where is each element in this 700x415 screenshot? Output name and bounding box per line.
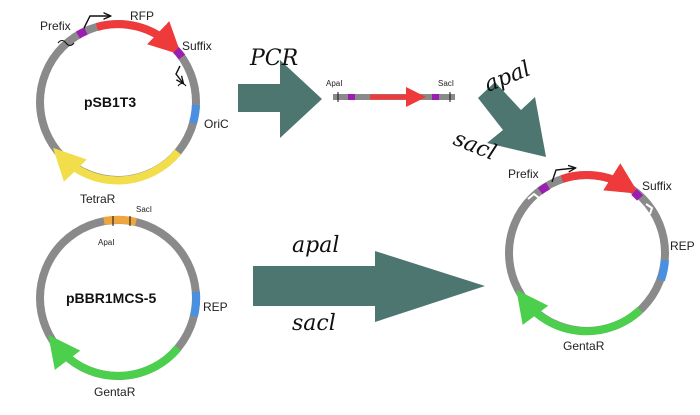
ligation-enzyme-2: sacl: [292, 311, 336, 336]
mcs-apal-label: ApaI: [98, 238, 114, 247]
pcr-sacl-label: SacI: [438, 79, 454, 88]
pcr-product-suffix-site: [432, 94, 439, 100]
primer-squiggle-top: [57, 39, 75, 47]
product-right-junction: [645, 203, 654, 215]
ligation-step: apal sacl: [253, 233, 485, 336]
rep-segment-2: [190, 291, 201, 317]
oric-label: OriC: [204, 117, 229, 131]
prefix-site: [76, 27, 88, 39]
forward-primer-arrow: [83, 16, 110, 29]
product-gentar-label: GentaR: [563, 339, 605, 353]
product-suffix-site: [631, 189, 643, 201]
primer-squiggle-right: [177, 82, 187, 87]
pcr-label: PCR: [249, 46, 298, 71]
plasmid-psb1t3: pSB1T3 Prefix RFP Suffix OriC TetraR: [36, 9, 229, 206]
suffix-label: Suffix: [182, 39, 212, 53]
ligation-arrow: [253, 251, 485, 322]
rfp-label: RFP: [130, 9, 154, 23]
product-rfp-gene-arrow: [560, 163, 639, 194]
tetrar-gene-arrow: [53, 147, 182, 185]
pcr-arrow: [238, 60, 322, 138]
suffix-site: [173, 47, 186, 60]
product-plasmid: Prefix Suffix REP GentaR: [505, 163, 695, 353]
gentar-gene-arrow-2: [48, 334, 182, 380]
rfp-gene-arrow: [95, 20, 182, 55]
plasmid-1-name: pSB1T3: [84, 94, 136, 110]
reverse-primer-arrow: [175, 65, 183, 83]
mcs-segment: [103, 215, 137, 226]
pcr-step: PCR: [238, 46, 322, 138]
product-prefix-site: [537, 182, 550, 195]
product-suffix-label: Suffix: [642, 179, 672, 193]
product-gentar-gene-arrow: [516, 289, 643, 336]
pcr-product: ApaI SacI: [326, 79, 455, 107]
prefix-label: Prefix: [40, 19, 71, 33]
product-forward-primer-arrow: [551, 168, 575, 183]
oric-segment: [189, 104, 200, 125]
digest-enzyme-2: sacl: [450, 126, 500, 166]
product-rep-label: REP: [670, 239, 695, 253]
digest-arrow: [478, 82, 546, 157]
ligation-enzyme-1: apal: [292, 233, 339, 258]
plasmid-2-name: pBBR1MCS-5: [66, 290, 156, 306]
digest-step: apal sacl: [450, 57, 546, 166]
mcs-sacl-label: SacI: [136, 205, 152, 214]
pcr-product-prefix-site: [348, 94, 355, 100]
pcr-apal-label: ApaI: [326, 79, 342, 88]
product-prefix-label: Prefix: [508, 167, 539, 181]
product-rep-segment: [657, 259, 669, 282]
tetrar-label: TetraR: [80, 192, 116, 206]
rep-label-2: REP: [203, 300, 228, 314]
digest-enzyme-1: apal: [481, 57, 534, 98]
gentar-label-2: GentaR: [94, 385, 136, 399]
product-left-junction: [527, 192, 540, 200]
plasmid-pbbr1mcs5: pBBR1MCS-5 ApaI SacI REP GentaR: [36, 205, 228, 399]
